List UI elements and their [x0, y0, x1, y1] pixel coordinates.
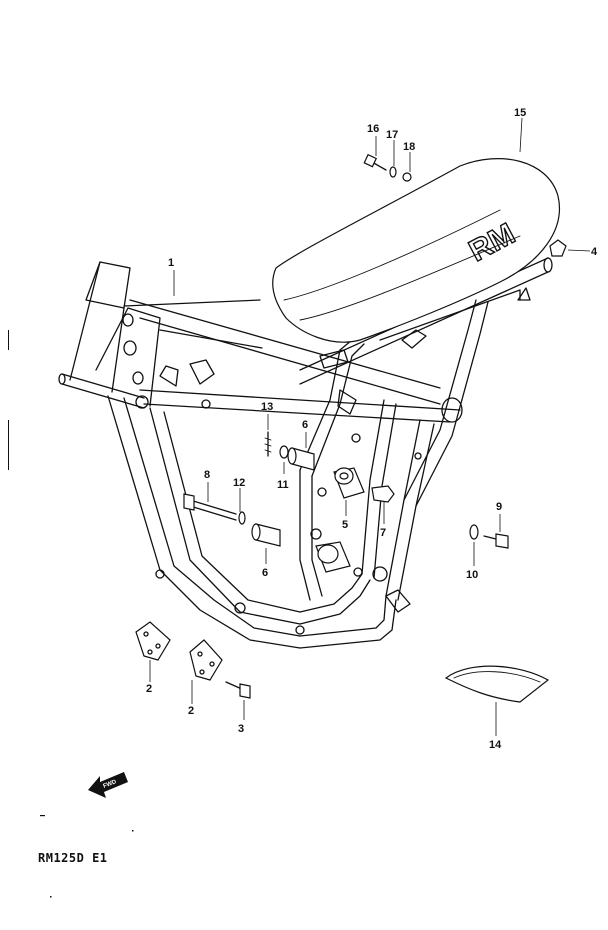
callout-1: 1: [168, 257, 174, 269]
callout-16: 16: [367, 123, 379, 135]
plate-part-2-right: [189, 639, 223, 681]
callout-13: 13: [261, 401, 273, 413]
washer-part-10: [469, 524, 479, 540]
guard-part-14: [444, 665, 550, 703]
washer-part-12: [238, 511, 246, 525]
callout-6-upper: 6: [302, 419, 308, 431]
screw-part-13: [264, 431, 272, 457]
forward-arrow-icon: FWD: [88, 772, 128, 798]
bolt-part-16: [363, 153, 387, 171]
callout-labels: 1 2 2 3 4 5 6 6 7 8 9 10 11 12 13 14 15 …: [146, 107, 598, 751]
fwd-label: FWD: [103, 779, 119, 790]
callout-18: 18: [403, 141, 415, 153]
washer-part-11: [279, 445, 289, 459]
bolt-part-8: [183, 493, 237, 521]
mount-part-5: [333, 467, 365, 499]
callout-8: 8: [204, 469, 210, 481]
diagram-caption: RM125D E1: [38, 851, 108, 865]
spacer-part-6-lower: [251, 523, 281, 547]
callout-6-lower: 6: [262, 567, 268, 579]
seat-part-15: RM: [272, 158, 560, 343]
callout-14: 14: [489, 739, 502, 751]
callout-9: 9: [496, 501, 502, 513]
callout-7: 7: [380, 527, 386, 539]
bolt-part-9: [483, 533, 509, 549]
washer-part-17: [389, 166, 397, 178]
callout-5: 5: [342, 519, 348, 531]
nut-part-18: [402, 172, 412, 182]
plate-part-2-left: [135, 621, 171, 661]
callout-4: 4: [591, 246, 598, 258]
mount-lower: [315, 541, 351, 573]
callout-15: 15: [514, 107, 526, 119]
callout-10: 10: [466, 569, 478, 581]
callout-2-right: 2: [188, 705, 194, 717]
callout-12: 12: [233, 477, 245, 489]
callout-11: 11: [277, 479, 289, 491]
scan-specks: [8, 330, 134, 898]
nut-part-7: [371, 485, 395, 503]
leader-lines: [149, 117, 591, 736]
bolt-part-4: [549, 239, 567, 257]
callout-3: 3: [238, 723, 244, 735]
spacer-part-6-upper: [287, 447, 315, 471]
bolt-part-3: [225, 681, 251, 699]
callout-17: 17: [386, 129, 398, 141]
callout-2-left: 2: [146, 683, 152, 695]
